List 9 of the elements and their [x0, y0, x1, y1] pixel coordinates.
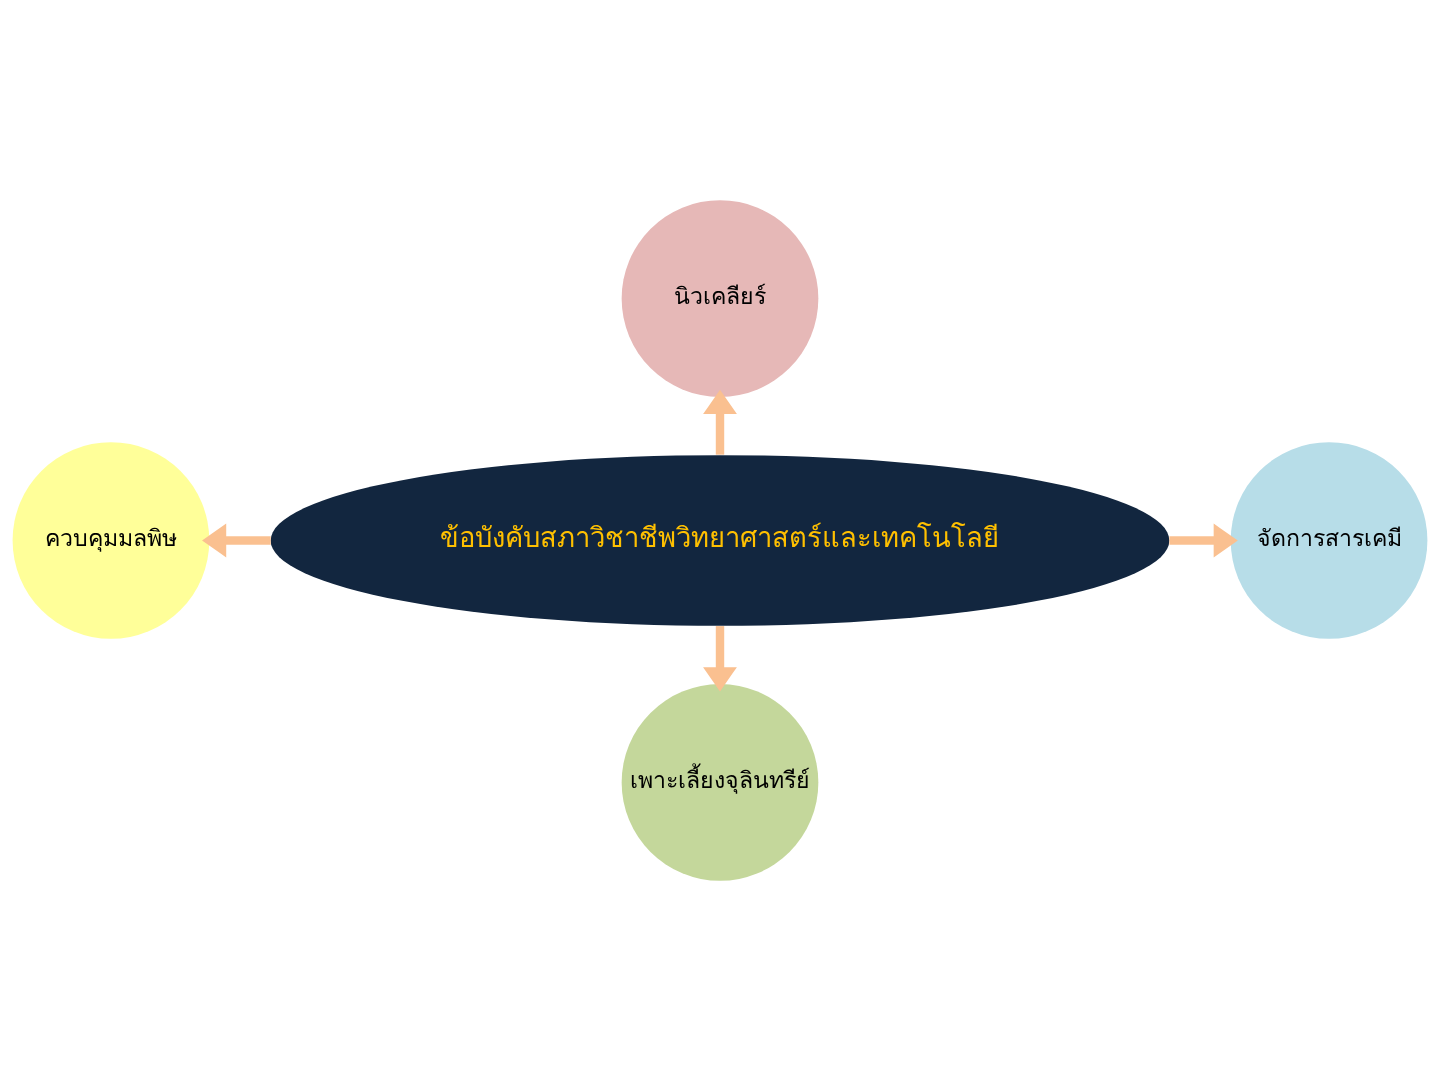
node-circle: ควบคุมมลพิษ [12, 441, 210, 639]
arrow [1169, 523, 1238, 557]
arrow [703, 389, 737, 455]
arrow [202, 523, 271, 557]
node-circle: นิวเคลียร์ [621, 199, 819, 397]
arrow [703, 625, 737, 691]
node-circle: เพาะเลี้ยงจุลินทรีย์ [621, 683, 819, 881]
node-ellipse: ข้อบังคับสภาวิชาชีพวิทยาศาสตร์และเทคโนโลยี [270, 454, 1170, 626]
node-circle: จัดการสารเคมี [1230, 441, 1428, 639]
